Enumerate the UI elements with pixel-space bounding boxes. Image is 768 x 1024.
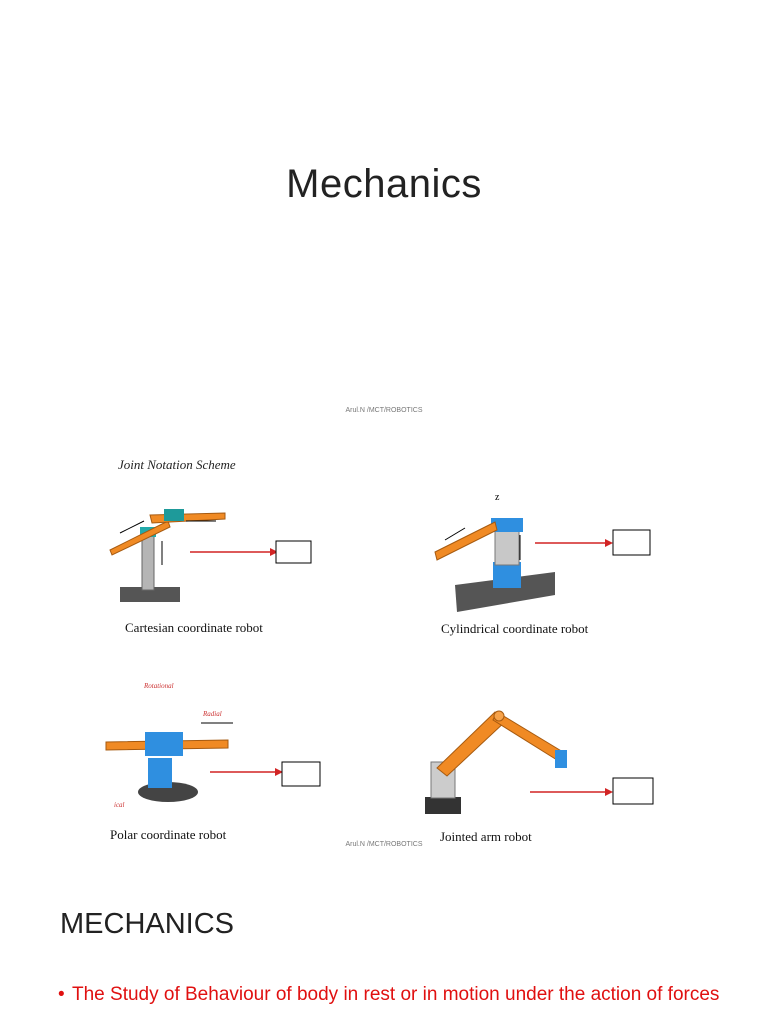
cylindrical-robot-illustration: z bbox=[434, 492, 651, 612]
slide-footer-top: Arul.N /MCT/ROBOTICS bbox=[345, 407, 423, 414]
label-vertical: ical bbox=[114, 801, 125, 809]
caption-polar: Polar coordinate robot bbox=[110, 827, 227, 842]
label-rotational: Rotational bbox=[143, 682, 174, 690]
caption-cylindrical: Cylindrical coordinate robot bbox=[441, 621, 589, 636]
label-radial: Radial bbox=[202, 710, 222, 718]
section-heading: MECHANICS bbox=[60, 908, 235, 940]
cartesian-robot-illustration bbox=[109, 509, 312, 602]
scheme-title: Joint Notation Scheme bbox=[118, 457, 236, 472]
slide-title: Mechanics bbox=[286, 162, 482, 206]
caption-cartesian: Cartesian coordinate robot bbox=[125, 620, 263, 635]
bullet-point: • The Study of Behaviour of body in rest … bbox=[58, 983, 748, 1006]
slide-footer-bottom: Arul.N /MCT/ROBOTICS bbox=[345, 841, 423, 848]
bullet-text: The Study of Behaviour of body in rest o… bbox=[72, 984, 720, 1005]
bullet-marker: • bbox=[58, 984, 65, 1005]
jointed-arm-robot-illustration bbox=[425, 710, 654, 814]
caption-jointed-arm: Jointed arm robot bbox=[440, 829, 532, 844]
polar-robot-illustration: Rotational Radial ical bbox=[105, 682, 321, 809]
svg-text:z: z bbox=[495, 492, 500, 503]
